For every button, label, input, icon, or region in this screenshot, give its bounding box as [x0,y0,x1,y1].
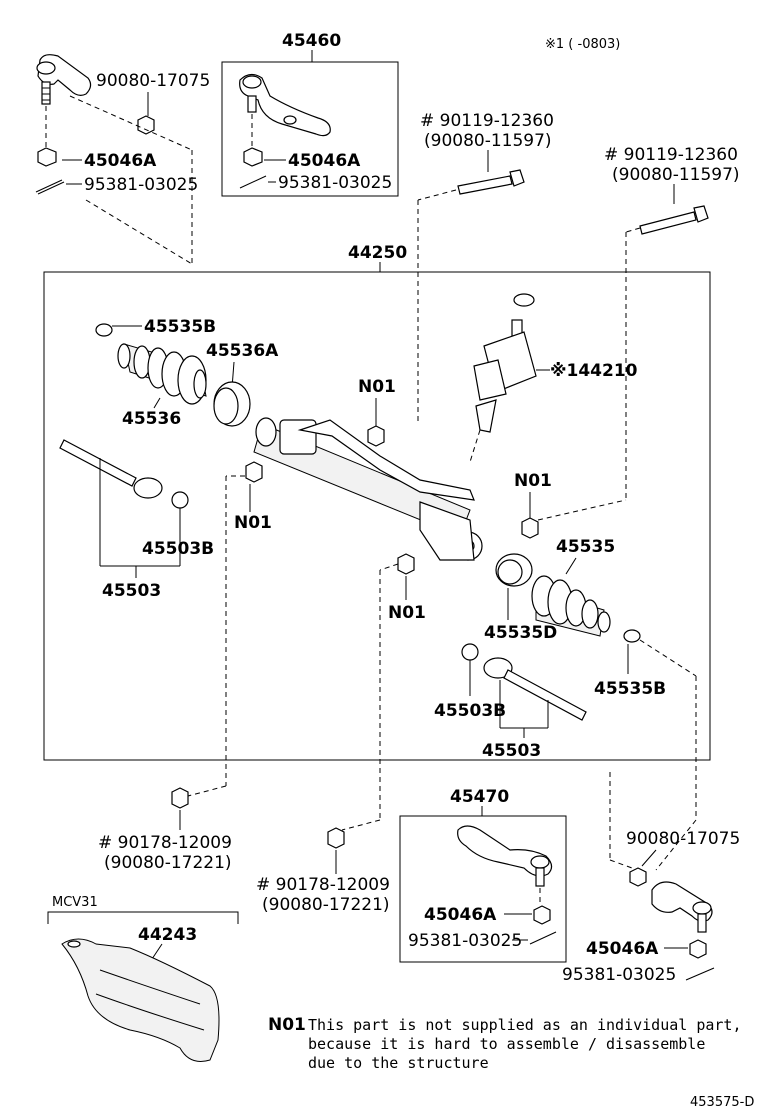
boot-45536-icon [117,343,207,405]
part-label-95381-mid: 95381-03025 [278,173,392,193]
rack-housing-icon [253,417,483,561]
part-label-45535b-right: 45535B [594,679,666,699]
nut-a-line1: # 90178-12009 [98,833,232,853]
tie-rod-45503-right-icon [483,657,587,721]
clamp-45535d-icon [495,553,533,587]
nut-n01-b-icon [245,461,263,483]
cover-44243-icon [61,938,220,1062]
group-label-45460: 45460 [282,31,341,51]
bolt-a-line1: # 90119-12360 [420,111,554,131]
tie-rod-end-lower-right-drawing [651,881,713,933]
group-box-44250 [43,271,711,761]
group-label-44250: 44250 [348,243,407,263]
footnote-code: N01 [268,1015,306,1035]
part-label-n01-b: N01 [234,513,272,533]
part-label-95381-top-left: 95381-03025 [84,175,198,195]
washer-45503b-right-icon [461,643,479,661]
part-label-44243: 44243 [138,925,197,945]
part-label-45503-right: 45503 [482,741,541,761]
part-label-45046a-mid: 45046A [288,151,361,171]
bolt-b-line1: # 90119-12360 [604,145,738,165]
boot-45535-icon [531,575,611,637]
nut-a-line2: (90080-17221) [104,853,232,873]
tie-rod-end-45470-drawing [457,825,553,887]
nut-n01-d-icon [397,553,415,575]
group-label-45470: 45470 [450,787,509,807]
part-label-n01-d: N01 [388,603,426,623]
part-label-45503b-left: 45503B [142,539,214,559]
nut-icon [689,939,707,959]
clamp-45535b-left-icon [95,323,113,337]
washer-45503b-left-icon [171,491,189,509]
part-label-90080-17075-top: 90080-17075 [96,71,210,91]
bolt-a-line2: (90080-11597) [424,131,552,151]
part-label-45046a-low-right: 45046A [586,939,659,959]
clamp-45535b-right-icon [623,629,641,643]
part-label-45535b-left: 45535B [144,317,216,337]
nut-icon [243,147,263,167]
pitman-arm-drawing [239,73,331,137]
nut-icon [37,147,57,167]
part-label-45535d: 45535D [484,623,557,643]
figure-id: 453575-D [690,1095,754,1110]
nut-lower-a-icon [171,787,189,809]
bolt-a-icon [457,169,525,195]
tie-rod-end-upper-left-drawing [36,54,92,105]
valve-44210-icon [473,293,537,433]
bolt-b-line2: (90080-11597) [612,165,740,185]
part-label-45503b-right: 45503B [434,701,506,721]
nut-lower-b-icon [327,827,345,849]
cover-bracket [47,911,239,924]
washer-nut-icon [137,115,155,135]
clamp-45536a-icon [213,381,251,427]
bolt-b-icon [639,205,709,235]
part-label-45536: 45536 [122,409,181,429]
part-label-45536a: 45536A [206,341,279,361]
footnote-line1: This part is not supplied as an individu… [308,1016,741,1034]
nut-b-line1: # 90178-12009 [256,875,390,895]
cover-model-label: MCV31 [52,895,98,910]
part-label-45535: 45535 [556,537,615,557]
group-box-45470 [399,815,567,963]
part-label-45046a-low-mid: 45046A [424,905,497,925]
footnote-line2: because it is hard to assemble / disasse… [308,1035,705,1053]
nut-icon [533,905,551,925]
group-box-45460 [221,61,399,197]
footnote-line3: due to the structure [308,1054,489,1072]
part-label-45503-left: 45503 [102,581,161,601]
part-label-90080-17075-bottom: 90080-17075 [626,829,740,849]
part-label-44210: ※144210 [550,361,638,381]
remark-text: ※1 ( -0803) [545,37,620,52]
part-label-n01-c: N01 [514,471,552,491]
nut-n01-a-icon [367,425,385,447]
part-label-n01-a: N01 [358,377,396,397]
washer-nut-icon [629,867,647,887]
part-label-95381-low-right: 95381-03025 [562,965,676,985]
nut-n01-c-icon [521,517,539,539]
part-label-95381-low-mid: 95381-03025 [408,931,522,951]
part-label-45046a-top-left: 45046A [84,151,157,171]
nut-b-line2: (90080-17221) [262,895,390,915]
tie-rod-45503-left-icon [59,439,163,499]
